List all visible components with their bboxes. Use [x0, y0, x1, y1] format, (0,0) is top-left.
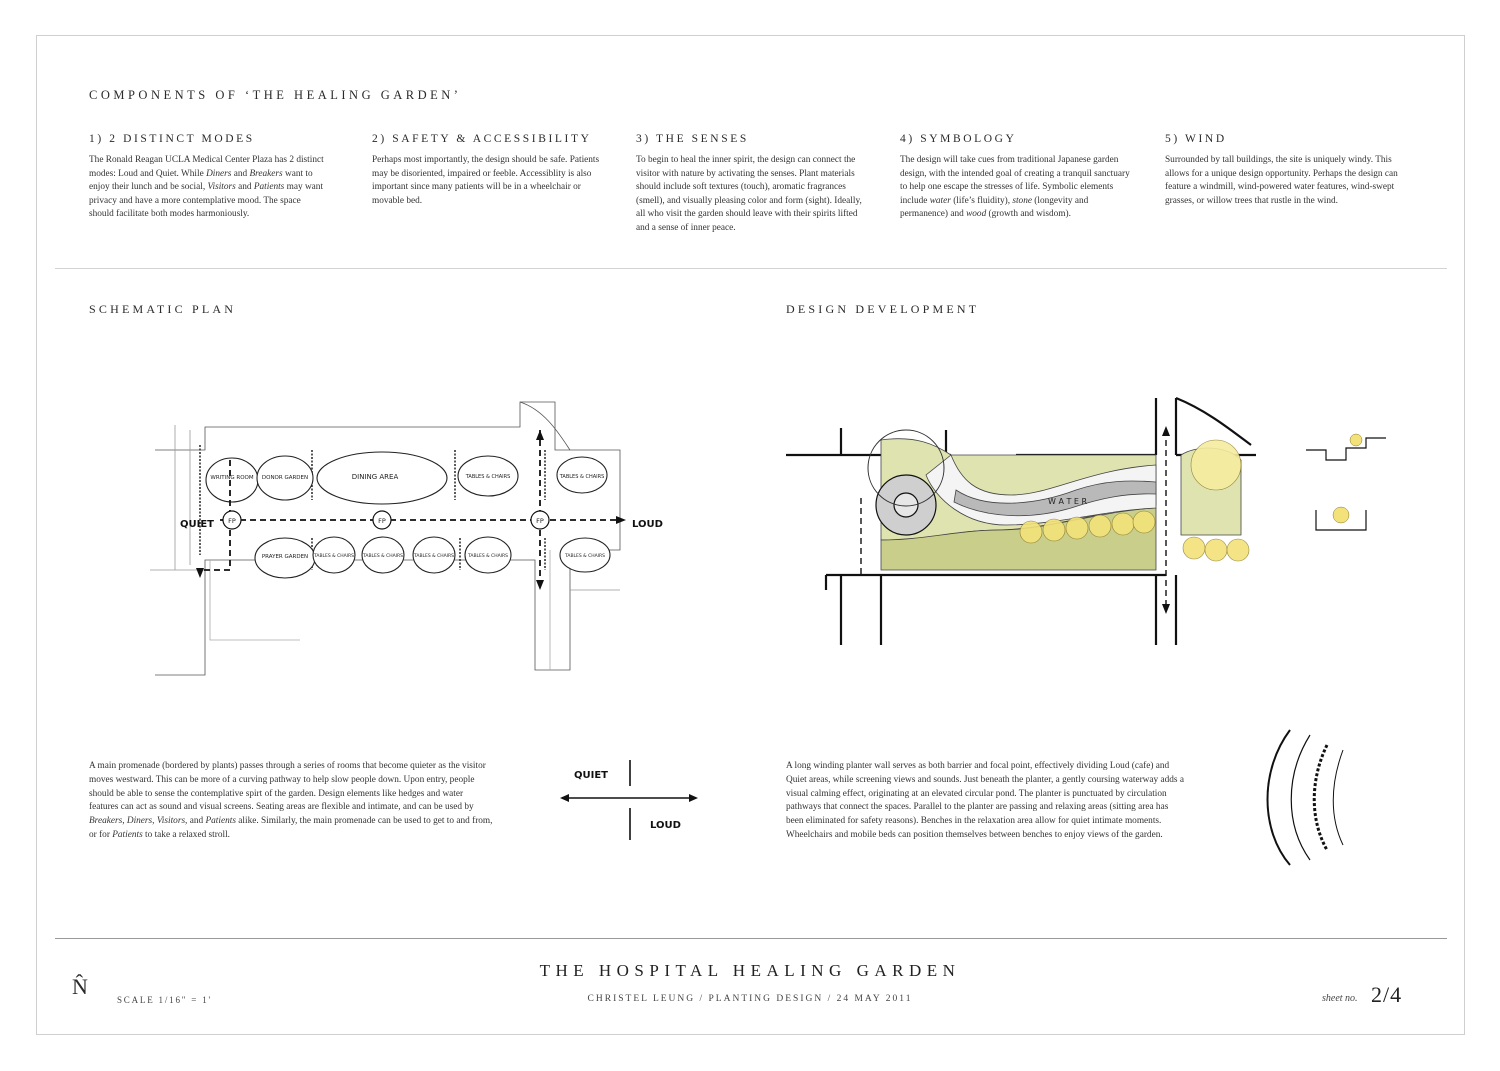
room-label: TABLES & CHAIRS [467, 553, 508, 559]
component-heading: 5) WIND [1165, 133, 1227, 145]
component-modes: 1) 2 DISTINCT MODES The Ronald Reagan UC… [89, 133, 325, 222]
loud-label: LOUD [650, 820, 681, 831]
sheet-subtitle: CHRISTEL LEUNG / PLANTING DESIGN / 24 MA… [587, 994, 913, 1004]
quiet-label: QUIET [574, 770, 608, 781]
room-label: TABLES & CHAIRS [413, 553, 454, 559]
room-label: WRITING ROOM [210, 475, 253, 481]
component-heading: 3) THE SENSES [636, 133, 749, 145]
component-text: Surrounded by tall buildings, the site i… [1165, 155, 1398, 206]
room-label: TABLES & CHAIRS [313, 553, 354, 559]
room-label: DONOR GARDEN [262, 475, 308, 481]
component-wind: 5) WIND Surrounded by tall buildings, th… [1165, 133, 1401, 208]
component-text: The Ronald Reagan UCLA Medical Center Pl… [89, 155, 324, 220]
loud-label: LOUD [632, 519, 663, 530]
design-development-title: DESIGN DEVELOPMENT [786, 302, 980, 316]
component-heading: 2) SAFETY & ACCESSIBILITY [372, 133, 592, 145]
sheet-title: THE HOSPITAL HEALING GARDEN [539, 961, 961, 980]
room-label: PRAYER GARDEN [262, 554, 308, 560]
room-label: TABLES & CHAIRS [559, 474, 605, 480]
water-label: W A T E R [1048, 497, 1087, 506]
room-label: TABLES & CHAIRS [465, 474, 511, 480]
quiet-loud-diagram: QUIET LOUD [560, 760, 698, 840]
component-heading: 1) 2 DISTINCT MODES [89, 133, 255, 145]
component-senses: 3) THE SENSES To begin to heal the inner… [636, 133, 872, 236]
section-divider [55, 268, 1447, 269]
sheet-border [36, 35, 1465, 1035]
sheet-number: 2/4 [1371, 982, 1403, 1007]
room-label: TABLES & CHAIRS [362, 553, 403, 559]
design-development-drawing: W A T E R [786, 396, 1386, 645]
fountain-label: FP [228, 517, 236, 525]
room-label: TABLES & CHAIRS [564, 553, 605, 559]
development-description: A long winding planter wall serves as bo… [786, 761, 1184, 840]
component-safety: 2) SAFETY & ACCESSIBILITY Perhaps most i… [372, 133, 608, 208]
component-symbology: 4) SYMBOLOGY The design will take cues f… [900, 133, 1136, 222]
fountain-label: FP [536, 517, 544, 525]
fountain-label: FP [378, 517, 386, 525]
room-label: DINING AREA [352, 473, 399, 481]
sheet-number-label: sheet no. [1322, 993, 1358, 1004]
quiet-label: QUIET [180, 519, 214, 530]
component-text: Perhaps most importantly, the design sho… [372, 155, 600, 206]
component-heading: 4) SYMBOLOGY [900, 133, 1017, 145]
schematic-description: A main promenade (bordered by plants) pa… [89, 761, 493, 840]
component-text: To begin to heal the inner spirit, the d… [636, 155, 862, 233]
schematic-plan-title: SCHEMATIC PLAN [89, 302, 237, 316]
scale-label: SCALE 1/16" = 1' [117, 995, 212, 1005]
bench-detail-sketch [1266, 729, 1344, 866]
component-text: The design will take cues from tradition… [900, 155, 1130, 220]
footer-divider [55, 938, 1447, 939]
north-arrow-icon: N̂ [72, 974, 88, 999]
page-title: COMPONENTS OF ‘THE HEALING GARDEN’ [89, 88, 462, 102]
schematic-plan-drawing: FP FP FP WRITING ROOM DONOR GARDEN DININ… [150, 401, 663, 676]
